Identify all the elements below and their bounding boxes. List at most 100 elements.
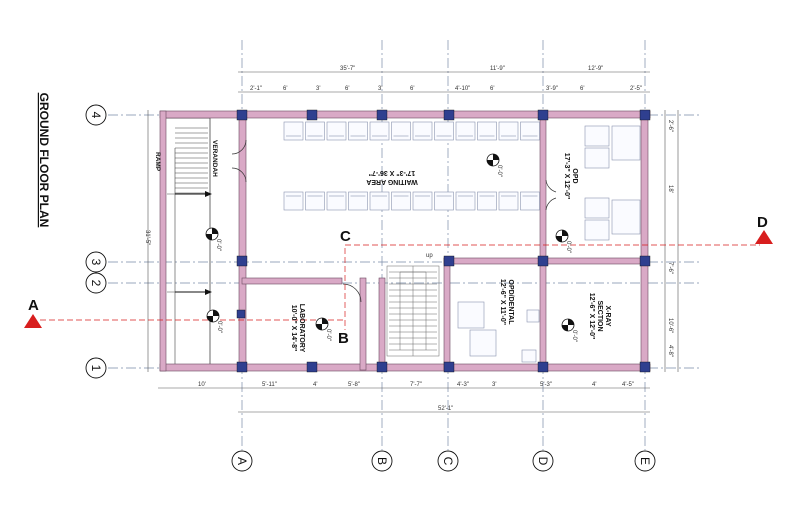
waiting-chair — [283, 191, 304, 211]
svg-text:B: B — [375, 457, 389, 465]
top-dimension-segments: 2'-1"6'3'6'3'6'4'-10"6'3'-9"6'2'-5" — [250, 86, 642, 92]
svg-text:0'-0": 0'-0" — [325, 329, 331, 341]
waiting-chairs — [283, 121, 540, 211]
grid-bubble-col: E — [634, 450, 656, 472]
grid-bubble-row: 1 — [85, 357, 107, 379]
label-opd-name: OPD — [571, 168, 578, 183]
waiting-chair — [477, 121, 497, 141]
dim-top-segment: 4'-10" — [455, 86, 470, 92]
waiting-chair — [520, 191, 540, 211]
waiting-chair — [520, 121, 540, 141]
waiting-chair — [283, 121, 304, 141]
section-marker-a-arrow — [24, 314, 42, 328]
dim-bottom-segment: 5'-8" — [348, 382, 360, 388]
svg-text:0'-0": 0'-0" — [496, 165, 502, 177]
waiting-chair — [412, 121, 433, 141]
waiting-chair — [498, 121, 519, 141]
grid-bubble-col: D — [532, 450, 554, 472]
dim-right-segment: 2'-6" — [667, 120, 673, 132]
svg-text:1: 1 — [89, 365, 103, 372]
dim-top-overall-2: 11'-9" — [490, 66, 505, 72]
columns — [236, 109, 651, 373]
dim-bottom-segment: 4' — [313, 382, 317, 388]
section-marker-d: D — [757, 214, 768, 231]
bottom-dimension-segments: 5'-11"4'5'-8"7'-7"4'-3"3'5'-3"4'4'-5" — [262, 382, 634, 388]
waiting-chair — [305, 121, 325, 141]
level-marks: 0'-0" 0'-0" 0'-0" 0'-0" 0'-0" 0'-0" — [205, 153, 577, 342]
svg-text:0'-0": 0'-0" — [216, 321, 222, 333]
waiting-chair — [391, 191, 411, 211]
dim-top-segment: 2'-5" — [630, 86, 642, 92]
dim-top-overall-3: 12'-9" — [588, 66, 603, 72]
dim-bottom-segment: 4' — [592, 382, 596, 388]
label-verandah: VERANDAH — [211, 140, 218, 177]
label-ramp: RAMP — [154, 152, 161, 172]
dim-top-segment: 3' — [316, 86, 320, 92]
waiting-chair — [477, 191, 497, 211]
grid-bubble-col: A — [231, 450, 253, 472]
waiting-chair — [305, 191, 325, 211]
stairs — [386, 265, 440, 357]
level-mark: 0'-0" — [315, 317, 331, 341]
dim-left-overall: 31'-5" — [144, 230, 150, 245]
waiting-chair — [348, 191, 368, 211]
svg-text:4: 4 — [89, 112, 103, 119]
dim-top-overall-1: 35'-7" — [340, 66, 355, 72]
waiting-chair — [412, 191, 433, 211]
dim-top-segment: 6' — [580, 86, 584, 92]
callout-b: B — [338, 330, 349, 347]
svg-text:A: A — [235, 457, 249, 465]
level-mark: 0'-0" — [486, 153, 502, 177]
section-lines — [40, 244, 760, 330]
opd-furniture — [584, 125, 641, 241]
dim-right-segment: 7'-6" — [667, 262, 673, 274]
dim-right-segment: 10'-6" — [667, 318, 673, 333]
grid-bubble-row: 3 — [85, 251, 107, 273]
waiting-chair — [369, 191, 390, 211]
svg-text:0'-0": 0'-0" — [571, 330, 577, 342]
dim-top-segment: 6' — [345, 86, 349, 92]
label-opd-size: 17'-3" X 12'-0" — [563, 153, 570, 200]
grid-bubble-col: C — [437, 450, 459, 472]
label-waiting-name: WAITING AREA — [366, 178, 417, 185]
label-dental-size: 12'-6" X 11'-0" — [499, 279, 506, 325]
level-mark: 0'-0" — [555, 229, 571, 253]
level-mark: 0'-0" — [205, 227, 221, 251]
label-xray-name: X-RAY — [604, 305, 611, 326]
waiting-chair — [434, 191, 454, 211]
waiting-chair — [498, 191, 519, 211]
dim-bottom-segment: 5'-11" — [262, 382, 277, 388]
svg-text:E: E — [638, 457, 652, 465]
waiting-chair — [391, 121, 411, 141]
svg-text:C: C — [441, 457, 455, 466]
label-xray-size: 12'-6" X 12'-0" — [588, 293, 595, 340]
waiting-chair — [434, 121, 454, 141]
svg-text:2: 2 — [89, 280, 103, 287]
section-marker-a: A — [28, 297, 39, 314]
grid-bubble-row: 2 — [85, 272, 107, 294]
svg-text:D: D — [536, 457, 550, 466]
dim-bottom-segment: 7'-7" — [410, 382, 422, 388]
dim-right-segment: 18' — [667, 185, 673, 193]
section-marker-d-arrow — [755, 230, 773, 244]
grid-bubble-row: 4 — [85, 104, 107, 126]
grid-bubbles: A B C D E 4 3 2 1 — [85, 104, 656, 472]
waiting-chair — [455, 121, 476, 141]
dim-bottom-left: 10' — [198, 382, 206, 388]
dim-right-segment: 4'-8" — [667, 345, 673, 357]
dental-furniture — [457, 301, 540, 363]
callout-c: C — [340, 228, 351, 245]
label-lab-name: LABORATORY — [298, 304, 305, 353]
waiting-chair — [326, 191, 347, 211]
doors — [231, 139, 557, 303]
dim-top-segment: 6' — [283, 86, 287, 92]
dim-bottom-segment: 4'-3" — [457, 382, 469, 388]
svg-text:0'-0": 0'-0" — [215, 239, 221, 251]
dimension-lines — [147, 71, 679, 413]
svg-text:3: 3 — [89, 259, 103, 266]
ramp — [164, 117, 212, 369]
dim-top-segment: 3' — [378, 86, 382, 92]
label-waiting-size: 17'-3" X 36'-7" — [369, 169, 416, 176]
label-lab-size: 10'-0" X 14'-8" — [290, 305, 297, 352]
